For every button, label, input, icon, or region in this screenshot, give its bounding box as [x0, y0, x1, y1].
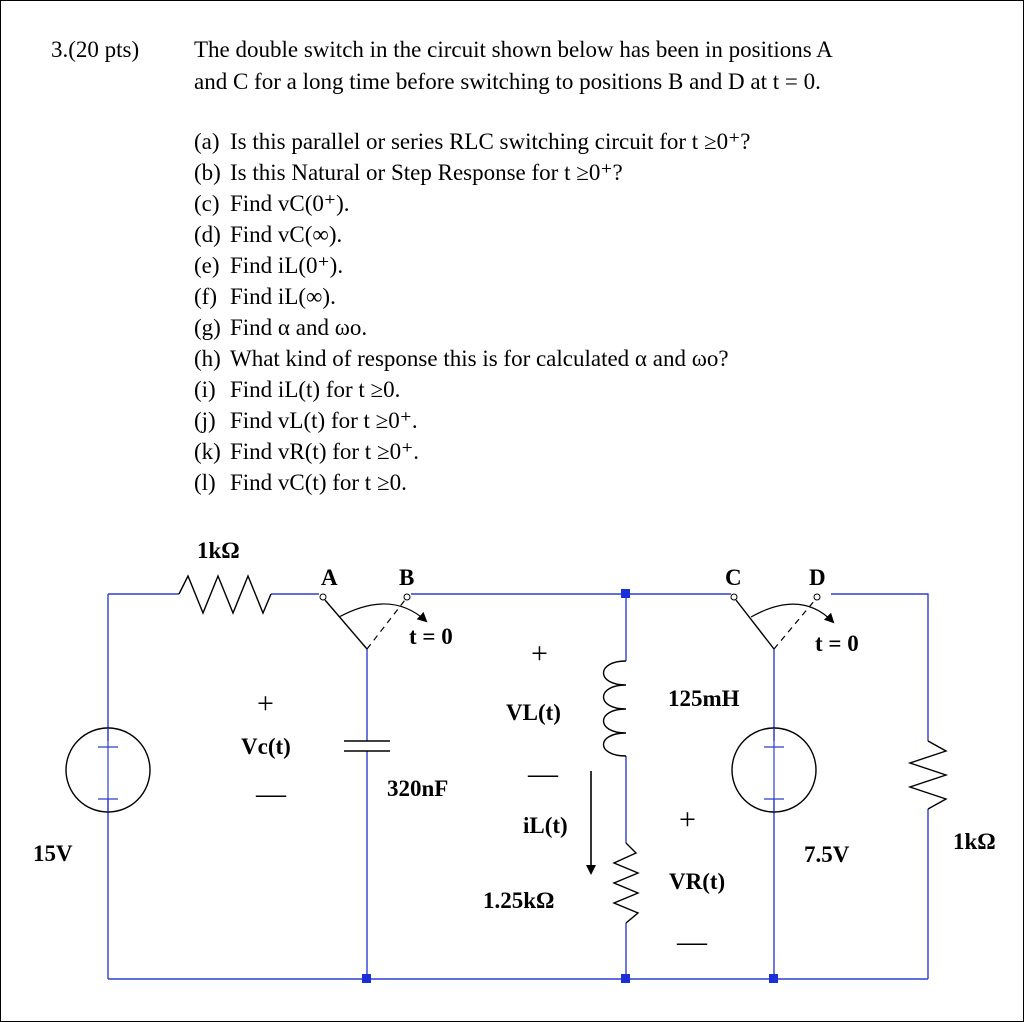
problem-part: (l) Find vC(t) for t ≥0. — [194, 470, 407, 496]
vl-minus-sign: — — [527, 757, 559, 790]
problem-part-text: Find vL(t) for t ≥0⁺. — [230, 408, 418, 433]
capacitor-symbol — [344, 740, 390, 752]
vc-plus-sign: + — [257, 687, 274, 720]
switch-pos-d-label: D — [809, 565, 826, 590]
problem-part: (g) Find α and ωo. — [194, 315, 367, 341]
switch-cd — [730, 593, 835, 650]
problem-part: (j) Find vL(t) for t ≥0⁺. — [194, 408, 418, 434]
problem-part-label: (l) — [194, 470, 216, 495]
problem-part-label: (b) — [194, 160, 221, 185]
problem-part-text: Find vC(∞). — [230, 222, 343, 247]
problem-part-label: (d) — [194, 222, 221, 247]
voltage-source-right — [731, 727, 817, 813]
problem-part: (c) Find vC(0⁺). — [194, 191, 349, 217]
problem-part: (a) Is this parallel or series RLC switch… — [194, 129, 750, 155]
vl-plus-sign: + — [531, 637, 548, 670]
switch-left-time-label: t = 0 — [409, 624, 453, 649]
problem-part-text: Is this Natural or Step Response for t ≥… — [230, 160, 623, 185]
inductor-symbol — [602, 660, 627, 757]
problem-number: 3.(20 pts) — [51, 37, 140, 62]
vl-label: VL(t) — [506, 700, 561, 725]
inductor-label: 125mH — [668, 686, 740, 711]
problem-part: (i) Find iL(t) for t ≥0. — [194, 377, 400, 403]
problem-part-text: Find iL(∞). — [230, 284, 336, 309]
problem-intro-line-1: The double switch in the circuit shown b… — [194, 37, 833, 62]
vr-plus-sign: + — [679, 803, 696, 836]
problem-part-text: Find vR(t) for t ≥0⁺. — [230, 439, 419, 464]
circuit-wires — [107, 593, 929, 980]
problem-part-label: (h) — [194, 346, 221, 371]
problem-part-label: (f) — [194, 284, 217, 309]
problem-part-text: Find vC(t) for t ≥0. — [230, 470, 407, 495]
problem-part-label: (a) — [194, 129, 220, 154]
problem-part-text: Find α and ωo. — [230, 315, 368, 340]
resistor-r1-symbol — [178, 574, 272, 615]
switch-pos-c-label: C — [725, 565, 742, 590]
problem-part: (h) What kind of response this is for cal… — [194, 346, 729, 372]
problem-part: (d) Find vC(∞). — [194, 222, 342, 248]
resistor-r1-label: 1kΩ — [197, 538, 240, 563]
switch-right-time-label: t = 0 — [815, 631, 859, 656]
problem-part-label: (j) — [194, 408, 216, 433]
problem-part: (b) Is this Natural or Step Response for … — [194, 160, 623, 186]
problem-part-text: Find vC(0⁺). — [230, 191, 350, 216]
problem-part: (k) Find vR(t) for t ≥0⁺. — [194, 439, 419, 465]
problem-part-text: Find iL(0⁺). — [230, 253, 344, 278]
problem-part: (e) Find iL(0⁺). — [194, 253, 343, 279]
source-right-label: 7.5V — [804, 842, 850, 867]
vc-minus-sign: — — [255, 777, 287, 810]
problem-part-label: (e) — [194, 253, 220, 278]
resistor-series-symbol — [612, 842, 640, 924]
voltage-source-left — [65, 727, 151, 813]
resistor-r2-label: 1kΩ — [953, 829, 996, 854]
problem-intro-line-2: and C for a long time before switching t… — [194, 69, 821, 94]
il-label: iL(t) — [523, 813, 568, 838]
resistor-series-label: 1.25kΩ — [483, 888, 554, 913]
switch-ab — [319, 593, 428, 650]
capacitor-label: 320nF — [387, 776, 448, 801]
circuit-junctions — [362, 589, 778, 983]
problem-part-label: (i) — [194, 377, 216, 402]
vr-minus-sign: — — [676, 925, 708, 958]
problem-part-text: Is this parallel or series RLC switching… — [230, 129, 751, 154]
vr-label: VR(t) — [669, 869, 725, 894]
switch-pos-b-label: B — [399, 565, 414, 590]
problem-part-text: Find iL(t) for t ≥0. — [230, 377, 401, 402]
problem-part-label: (c) — [194, 191, 220, 216]
source-left-label: 15V — [33, 841, 73, 866]
vc-label: Vc(t) — [241, 734, 291, 759]
problem-part-text: What kind of response this is for calcul… — [230, 346, 729, 371]
problem-part-label: (g) — [194, 315, 221, 340]
resistor-r2-symbol — [907, 740, 949, 810]
switch-pos-a-label: A — [321, 565, 338, 590]
problem-part-label: (k) — [194, 439, 221, 464]
problem-part: (f) Find iL(∞). — [194, 284, 336, 310]
